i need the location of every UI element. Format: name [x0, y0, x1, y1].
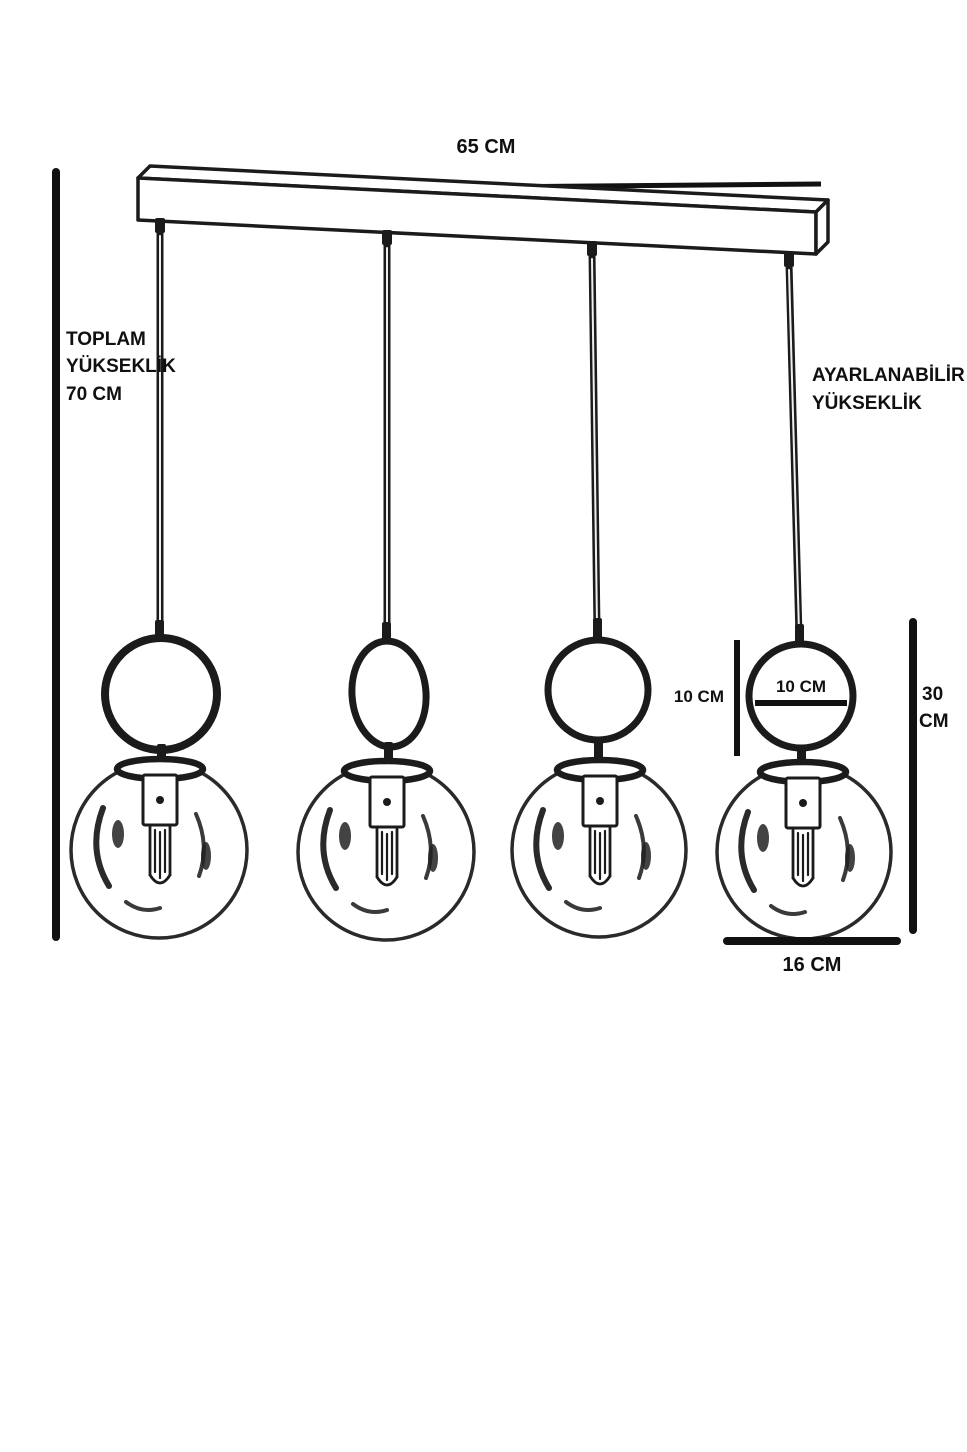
- cable-eyelet-1: [155, 620, 164, 638]
- globe-reflections-2: [320, 807, 438, 914]
- cable-eyelet-2: [382, 622, 391, 642]
- pendant-4: [715, 260, 893, 941]
- ring-width-label: 10 CM: [776, 677, 826, 696]
- adjustable-height-label: AYARLANABİLİR YÜKSEKLİK: [812, 365, 965, 414]
- dimension-globe-diameter: 16 CM: [723, 937, 901, 976]
- socket-hole-4: [799, 799, 807, 807]
- drop-height-value-label: 30: [922, 684, 943, 705]
- dimension-drop-height: 30 CM: [909, 618, 949, 934]
- decor-ring-4: [745, 640, 857, 752]
- drop-height-unit-label: CM: [919, 711, 949, 732]
- globe-reflections-1: [93, 805, 211, 912]
- cable-eyelet-4: [795, 624, 804, 646]
- decor-ring-2: [348, 637, 430, 751]
- total-height-label-line3: 70 CM: [66, 384, 122, 405]
- ring-height-label: 10 CM: [674, 687, 724, 706]
- socket-hole-1: [156, 796, 164, 804]
- adjustable-height-label-line2: YÜKSEKLİK: [812, 393, 922, 414]
- bulb-3: [588, 826, 612, 886]
- decor-ring-3: [544, 636, 652, 744]
- cable-eyelet-3: [593, 618, 602, 640]
- globe-reflections-3: [533, 807, 651, 912]
- socket-hole-3: [596, 797, 604, 805]
- globe-reflections-4: [738, 809, 855, 916]
- globe-diameter-label: 16 CM: [783, 954, 842, 976]
- bulb-4: [791, 828, 815, 888]
- decor-ring-1: [101, 634, 221, 754]
- bulb-1: [148, 825, 172, 885]
- ceiling-bar: [136, 164, 830, 267]
- bulb-2: [375, 827, 399, 887]
- dimension-total-height: TOPLAM YÜKSEKLİK 70 CM: [52, 168, 176, 941]
- pendant-2: [296, 238, 476, 942]
- pendant-3: [510, 249, 688, 939]
- total-height-label-line1: TOPLAM: [66, 329, 146, 350]
- total-height-label-line2: YÜKSEKLİK: [66, 356, 176, 377]
- dimension-ring-width: 10 CM: [755, 677, 847, 706]
- dimension-ring-height: 10 CM: [674, 640, 740, 756]
- adjustable-height-label-line1: AYARLANABİLİR: [812, 365, 965, 386]
- socket-hole-2: [383, 798, 391, 806]
- pendant-1: [69, 226, 249, 940]
- ceiling-bar-end-face: [814, 198, 830, 256]
- bar-width-label: 65 CM: [457, 136, 516, 158]
